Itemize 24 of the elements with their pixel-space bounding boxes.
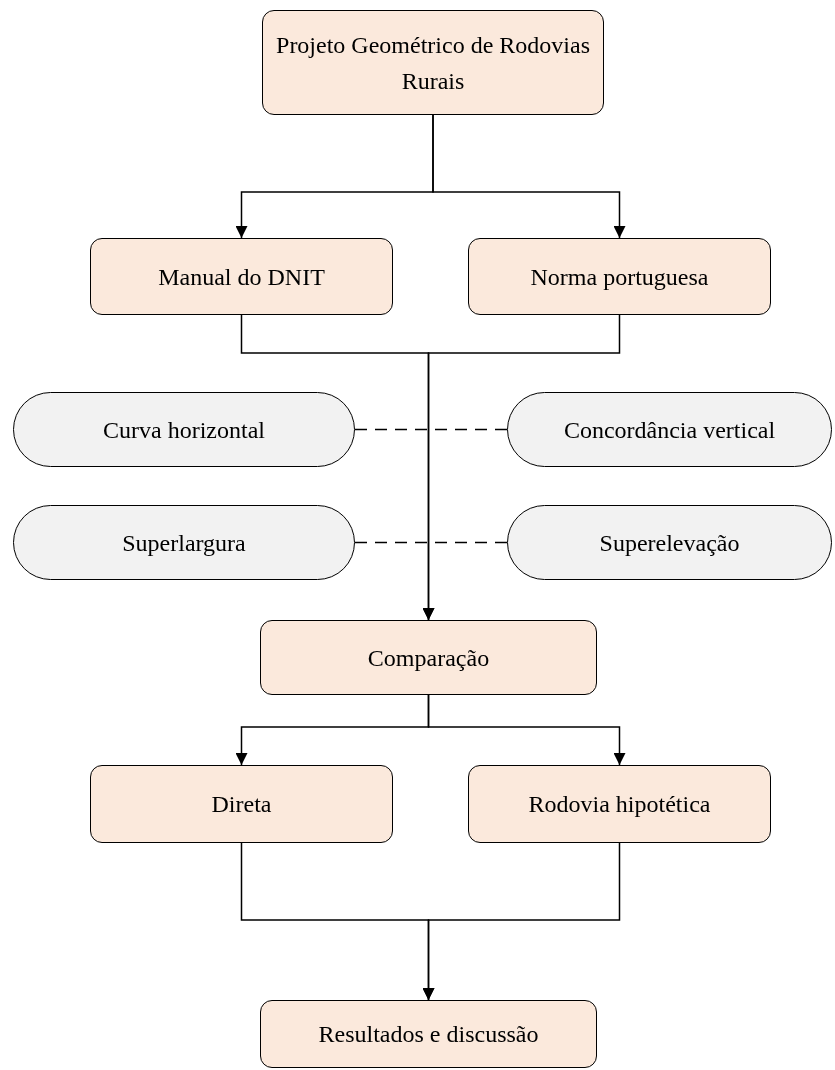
- arrow: [422, 314, 621, 621]
- node-label: Projeto Geométrico de Rodovias Rurais: [275, 30, 591, 96]
- arrow: [422, 842, 621, 1001]
- process-box: [260, 620, 597, 695]
- arrow: [427, 694, 626, 766]
- node-label: Norma portuguesa: [530, 262, 709, 292]
- node-label: Curva horizontal: [103, 415, 265, 445]
- process-box: [468, 238, 771, 315]
- node-label: Comparação: [367, 643, 490, 673]
- node-label: Direta: [211, 790, 272, 819]
- dashed-connector: [354, 428, 508, 431]
- arrow: [432, 114, 626, 239]
- process-box: [262, 10, 604, 115]
- node-label: Superelevação: [599, 528, 740, 558]
- process-box: [468, 765, 771, 843]
- node-label: Manual do DNIT: [158, 262, 325, 292]
- node-label: Superlargura: [122, 528, 246, 558]
- node-label: Concordância vertical: [563, 415, 776, 445]
- process-box: [90, 765, 393, 843]
- node-label: Rodovia hipotética: [528, 790, 711, 819]
- node-label: Resultados e discussão: [318, 1020, 539, 1049]
- dashed-connector: [354, 541, 508, 544]
- process-box: [90, 238, 393, 315]
- process-box: [260, 1000, 597, 1068]
